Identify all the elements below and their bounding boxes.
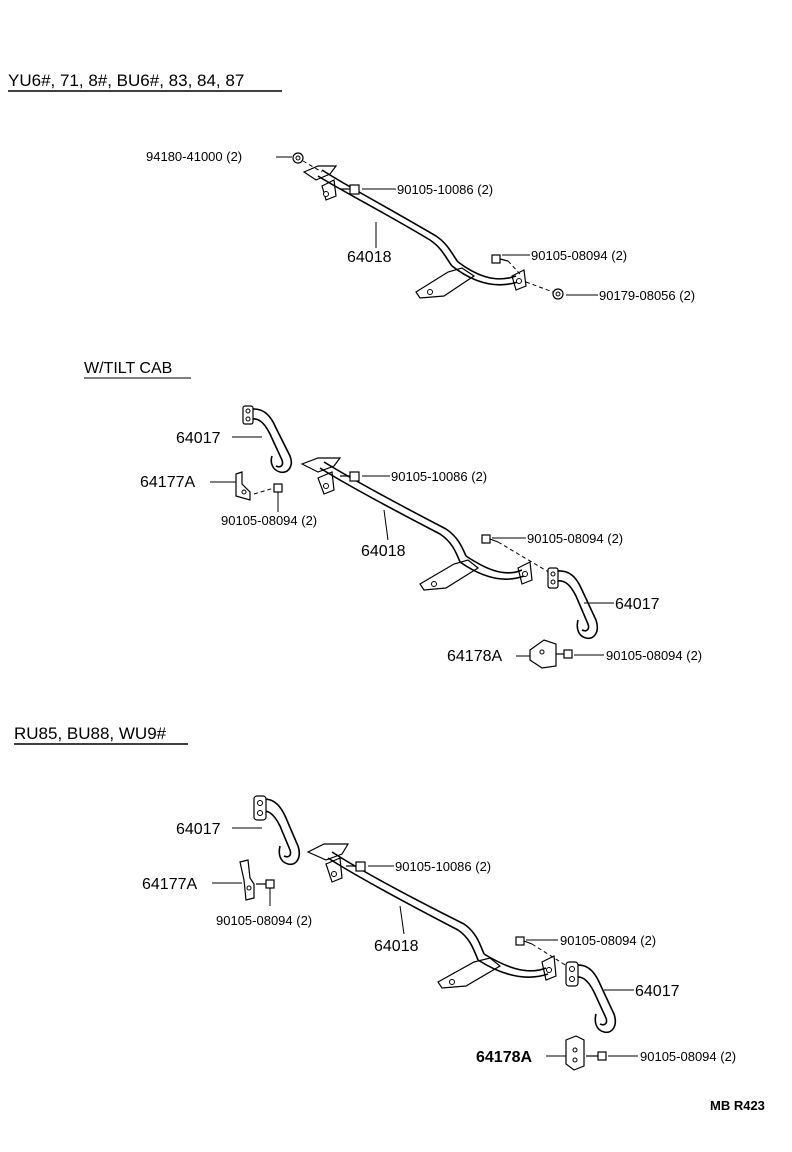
hook-left-64017	[242, 405, 293, 474]
label-nut-bottom: 90179-08056 (2)	[599, 288, 695, 303]
bracket-right-64178A	[529, 639, 557, 669]
bracket-left-64177A	[239, 859, 255, 901]
bolt-icon	[481, 534, 499, 544]
support-bar-64018	[302, 165, 527, 299]
section-1: YU6#, 71, 8#, BU6#, 83, 84, 87	[8, 71, 695, 303]
label-bolt-mid: 90105-08094 (2)	[560, 933, 656, 948]
nut-icon	[292, 152, 304, 164]
label-bolt-top: 90105-10086 (2)	[395, 859, 491, 874]
hook-left-64017	[253, 795, 301, 866]
label-bolt-bracket-left: 90105-08094 (2)	[216, 913, 312, 928]
bolt-icon	[346, 861, 366, 872]
label-hook-right: 64017	[635, 983, 680, 1000]
bolt-icon	[556, 649, 573, 659]
label-bolt-top: 90105-10086 (2)	[391, 469, 487, 484]
bolt-icon	[256, 879, 275, 889]
label-support: 64018	[374, 938, 419, 955]
section-2: W/TILT CAB	[84, 360, 702, 669]
label-bracket-right: 64178A	[476, 1049, 532, 1066]
section-3-heading: RU85, BU88, WU9#	[14, 724, 167, 743]
bolt-icon	[340, 471, 360, 482]
hook-right-64017	[547, 567, 599, 640]
bolt-icon	[340, 184, 360, 195]
bolt-icon	[586, 1051, 607, 1061]
label-bracket-left: 64177A	[142, 876, 197, 893]
bracket-right-64178A	[565, 1035, 585, 1071]
bracket-left-64177A	[235, 471, 251, 501]
label-hook-left: 64017	[176, 430, 221, 447]
hook-right-64017	[565, 961, 617, 1034]
bolt-icon	[491, 254, 509, 264]
support-bar-64018	[306, 843, 557, 989]
section-1-heading: YU6#, 71, 8#, BU6#, 83, 84, 87	[8, 71, 244, 90]
label-hook-right: 64017	[615, 596, 660, 613]
reference-code: MB R423	[710, 1098, 765, 1113]
nut-icon	[552, 288, 564, 300]
bolt-icon	[515, 936, 533, 946]
label-bolt-bracket-left: 90105-08094 (2)	[221, 513, 317, 528]
label-bolt-bracket-right: 90105-08094 (2)	[640, 1049, 736, 1064]
label-bracket-left: 64177A	[140, 474, 195, 491]
section-3: RU85, BU88, WU9#	[14, 724, 736, 1071]
label-bolt-mid: 90105-08094 (2)	[527, 531, 623, 546]
label-bracket-right: 64178A	[447, 648, 502, 665]
label-nut-top: 94180-41000 (2)	[146, 149, 242, 164]
label-support: 64018	[347, 249, 392, 266]
label-hook-left: 64017	[176, 821, 221, 838]
label-bolt-top: 90105-10086 (2)	[397, 182, 493, 197]
label-support: 64018	[361, 543, 406, 560]
label-bolt-bracket-right: 90105-08094 (2)	[606, 648, 702, 663]
label-bolt-mid: 90105-08094 (2)	[531, 248, 627, 263]
section-2-heading: W/TILT CAB	[84, 360, 172, 377]
